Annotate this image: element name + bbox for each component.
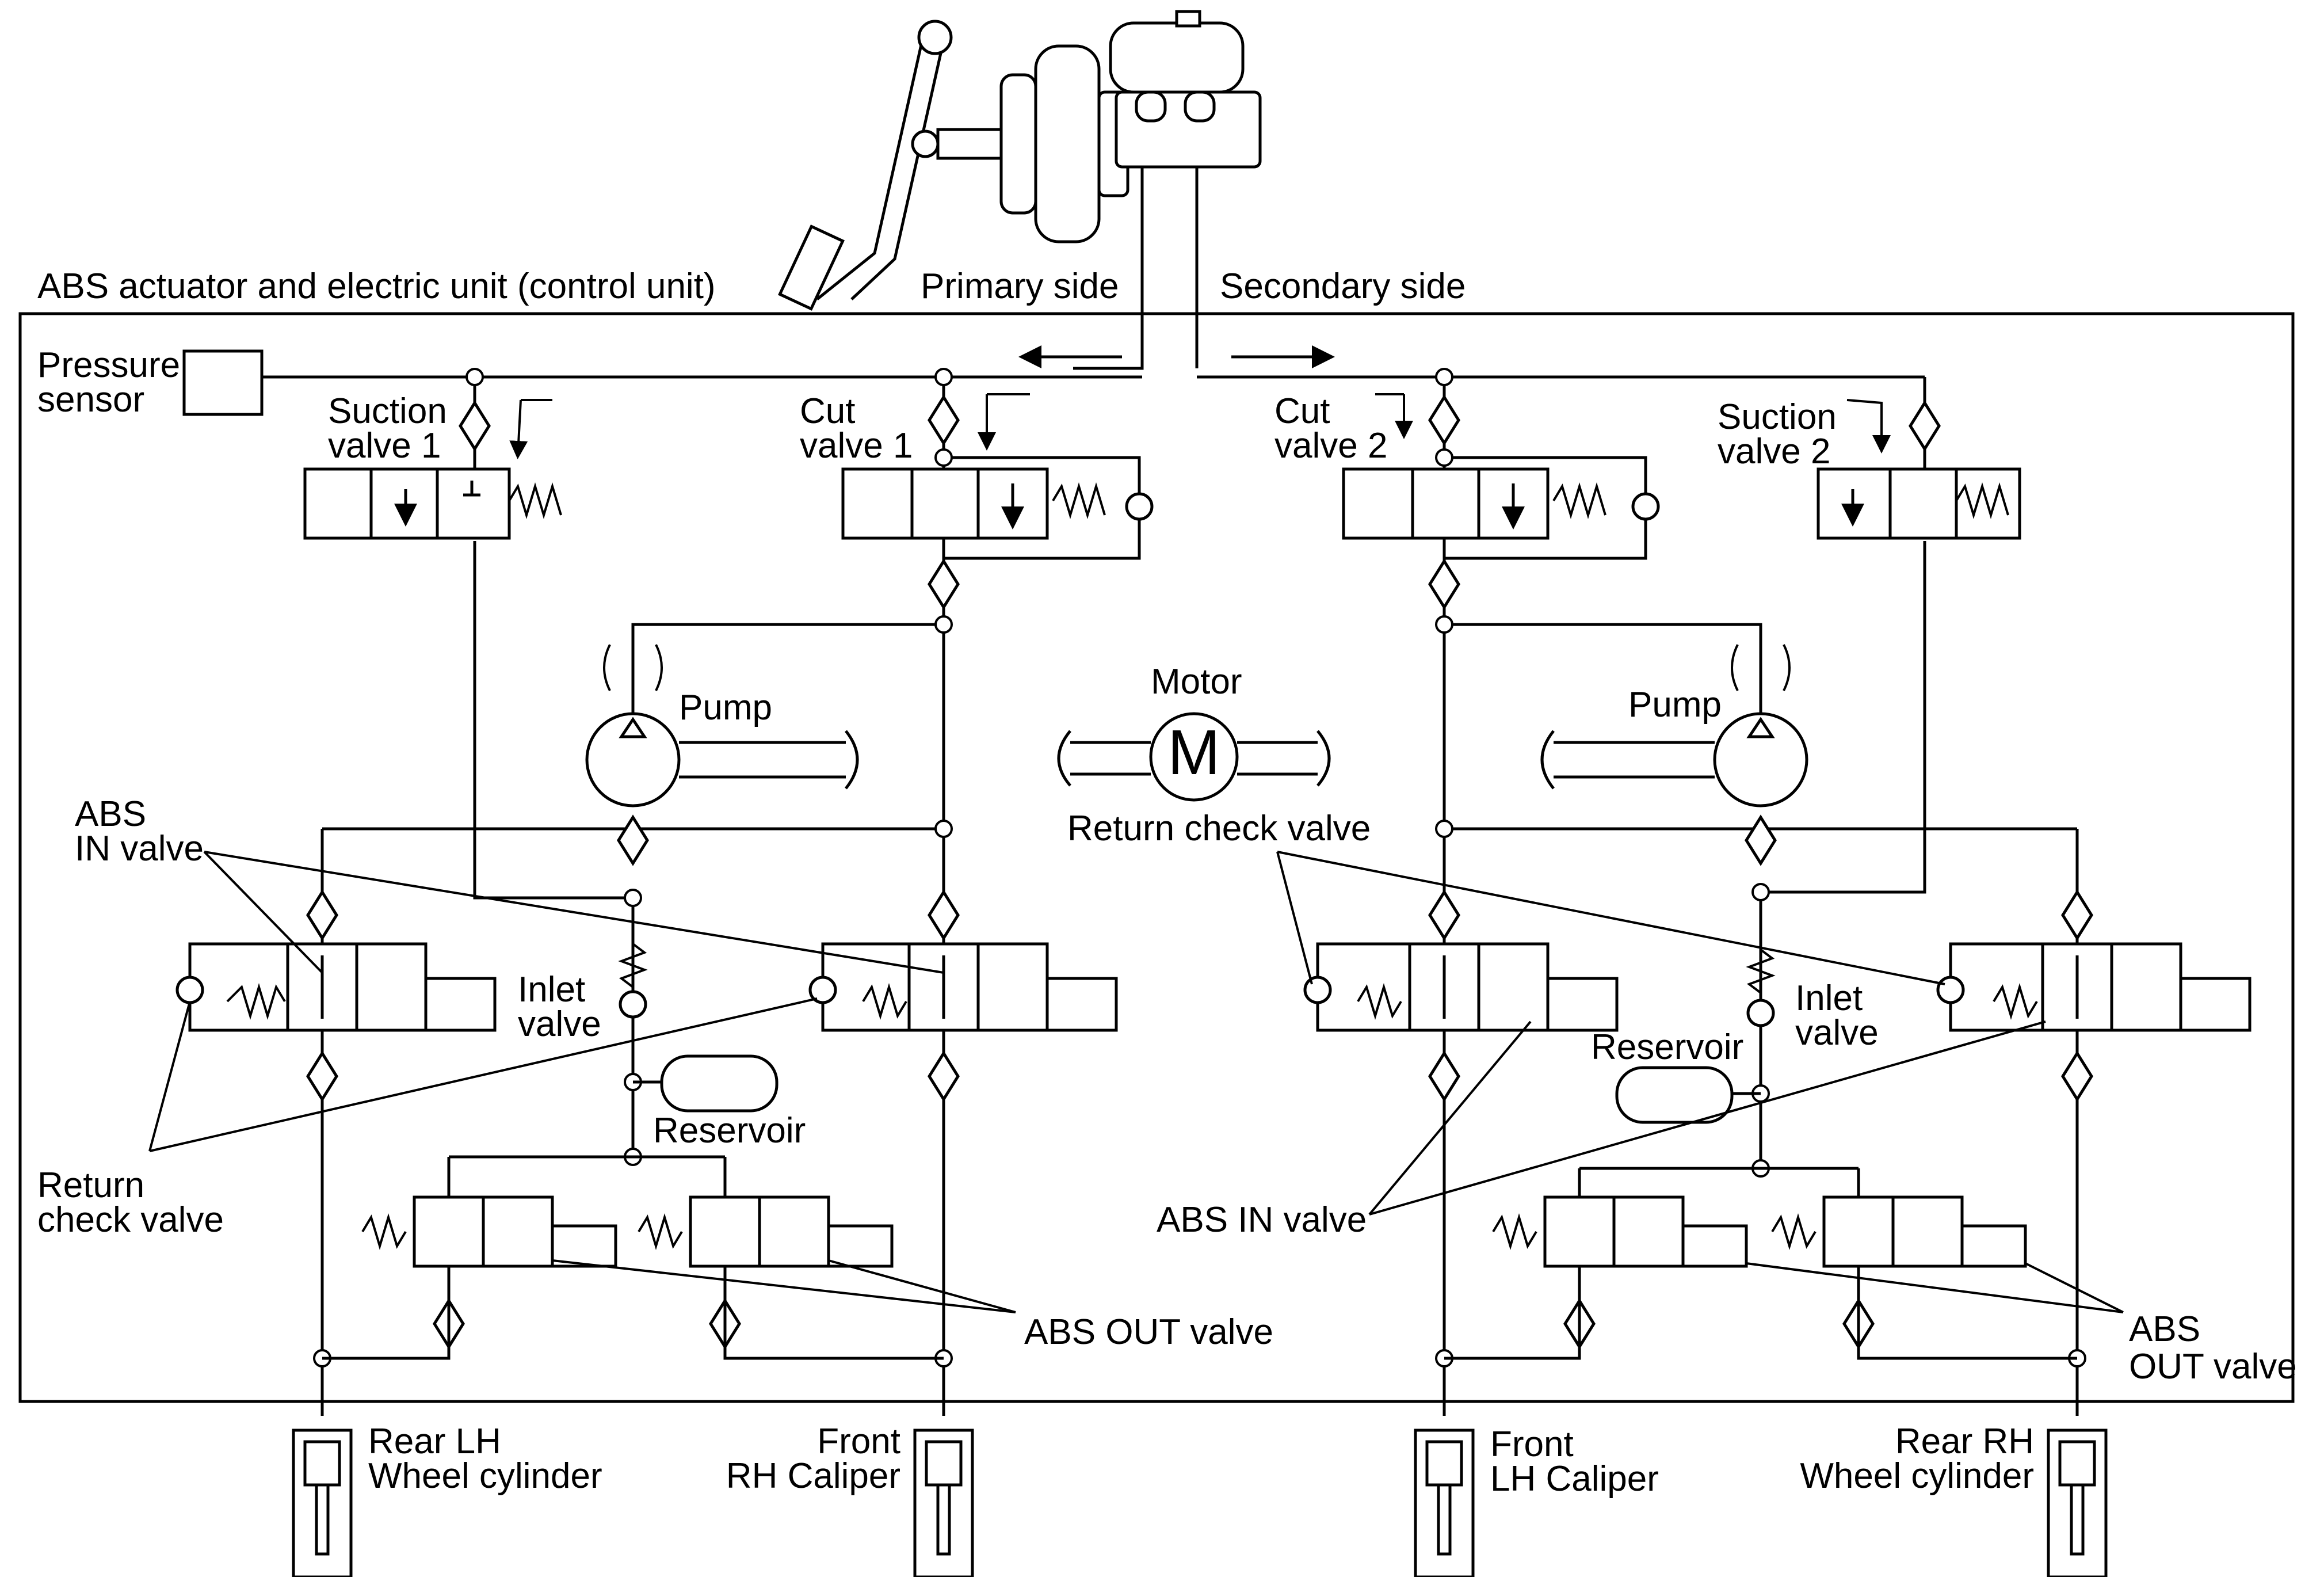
front-lh-caliper (1414, 1429, 1475, 1577)
pump-right (1540, 644, 1808, 807)
front-rh-label-2: RH Caliper (726, 1456, 900, 1496)
return-check-valve-left-label: Return (37, 1165, 144, 1205)
inlet-valve-right-label: Inlet (1795, 978, 1863, 1018)
inlet-valve-right-label-2: valve (1795, 1013, 1879, 1053)
return-check-valve-top-label: Return check valve (1067, 809, 1371, 848)
return-check-valve-left-label-2: check valve (37, 1200, 224, 1240)
abs-in-valve-right-label: ABS IN valve (1157, 1200, 1367, 1240)
rear-lh-wheel-cylinder (292, 1429, 353, 1577)
cut-valve-1-label-2: valve 1 (800, 426, 913, 466)
suction-valve-1-label: Suction (328, 391, 447, 431)
front-rh-label: Front (817, 1422, 900, 1461)
primary-line (1073, 167, 1144, 370)
motor-label: Motor (1151, 662, 1242, 702)
primary-side-label: Primary side (921, 266, 1119, 306)
cut-valve-2-label: Cut (1274, 391, 1330, 431)
abs-in-valve-left-rear (175, 942, 497, 1032)
pressure-sensor-label: Pressure (37, 345, 180, 385)
brake-pedal-assembly (778, 20, 1037, 311)
rear-rh-label: Rear RH (1895, 1422, 2034, 1461)
abs-out-valve-right-label: ABS (2129, 1309, 2200, 1349)
inlet-valve-left-label-2: valve (518, 1004, 601, 1044)
pump-left-label: Pump (679, 688, 772, 727)
abs-in-valve-left-label: ABS (75, 794, 146, 834)
front-rh-caliper (913, 1429, 974, 1577)
leader-lines (148, 851, 2124, 1313)
reservoir-right-label: Reservoir (1591, 1027, 1743, 1067)
reservoir-left-label: Reservoir (653, 1111, 806, 1151)
abs-in-valve-front-lh (1303, 942, 1619, 1032)
inlet-valve-right (1746, 949, 1776, 1027)
suction-valve-1-label-2: valve 1 (328, 426, 441, 466)
suction-valve-2-label: Suction (1718, 397, 1837, 437)
master-cylinder (1109, 10, 1262, 169)
front-lh-label-2: LH Caliper (1490, 1459, 1659, 1499)
junction-points (313, 368, 2086, 1368)
suction-valve-1 (303, 399, 562, 540)
suction-valve-2-label-2: valve 2 (1718, 432, 1830, 471)
abs-out-valves-left (322, 1155, 944, 1360)
rear-lh-label: Rear LH (368, 1422, 501, 1461)
cut-valve-2-label-2: valve 2 (1274, 426, 1387, 466)
unit-title: ABS actuator and electric unit (control … (37, 266, 716, 306)
suction-valve-2 (1817, 399, 2021, 540)
cut-valve-1 (841, 393, 1154, 560)
abs-out-valve-left-label: ABS OUT valve (1024, 1312, 1273, 1352)
motor-symbol: M (1167, 717, 1220, 788)
abs-in-valve-rear-rh (1936, 942, 2252, 1032)
brake-booster (999, 44, 1129, 243)
abs-out-valves-right (1444, 1167, 2077, 1360)
motor (1057, 712, 1331, 802)
abs-out-valve-right-label-2: OUT valve (2129, 1347, 2297, 1386)
reservoir-right (1615, 1066, 1734, 1124)
cut-valve-2 (1342, 393, 1660, 560)
front-lh-label: Front (1490, 1424, 1574, 1464)
pressure-sensor-label-2: sensor (37, 380, 144, 420)
pump-right-label: Pump (1628, 685, 1722, 725)
secondary-side-label: Secondary side (1220, 266, 1466, 306)
pressure-sensor-box (182, 349, 264, 416)
cut-valve-1-label: Cut (800, 391, 855, 431)
abs-in-valve-front-rh (808, 942, 1118, 1032)
abs-in-valve-left-label-2: IN valve (75, 829, 204, 869)
rear-rh-label-2: Wheel cylinder (1800, 1456, 2034, 1496)
inlet-valve-left (618, 943, 648, 1019)
inlet-valve-left-label: Inlet (518, 970, 585, 1010)
abs-unit-boundary (18, 312, 2295, 1403)
reservoir-left (660, 1054, 779, 1113)
rear-rh-wheel-cylinder (2047, 1429, 2108, 1577)
rear-lh-label-2: Wheel cylinder (368, 1456, 602, 1496)
pump-left (585, 644, 859, 807)
filters (306, 394, 2093, 1350)
